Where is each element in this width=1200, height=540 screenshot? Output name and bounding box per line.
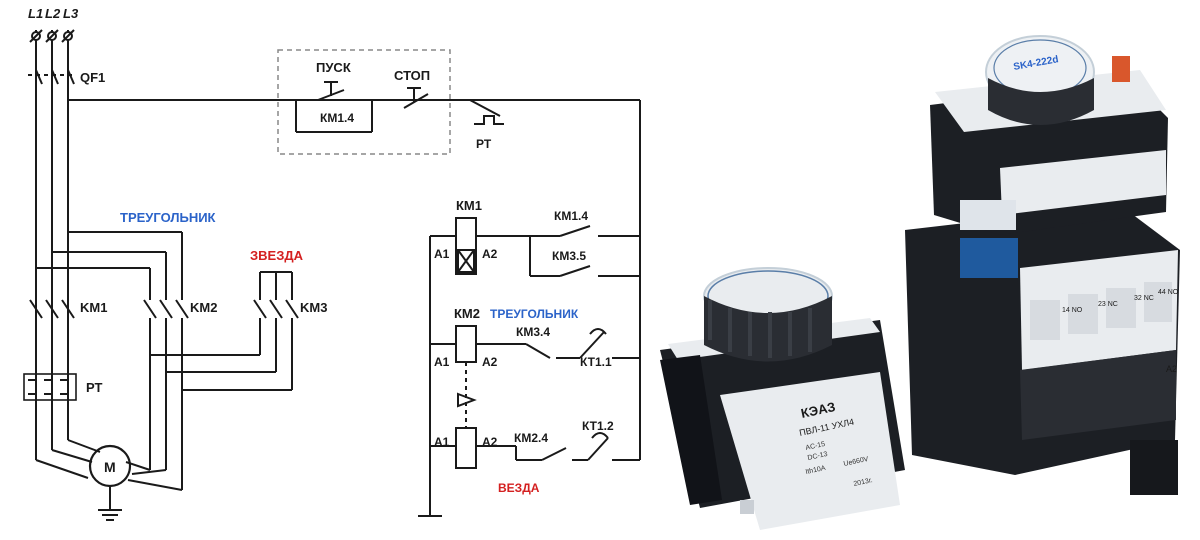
power-delta-label: ТРЕУГОЛЬНИК bbox=[120, 210, 216, 225]
phase-label-l1: L1 bbox=[28, 6, 43, 21]
control-star-label: ВЕЗДА bbox=[498, 481, 540, 495]
power-circuit bbox=[23, 29, 640, 521]
km1-terminal-a1: А1 bbox=[434, 247, 450, 261]
km2-terminal-a2: А2 bbox=[482, 355, 498, 369]
contactor-label-km2: KM2 bbox=[190, 300, 217, 315]
motor-symbol: M bbox=[104, 459, 116, 475]
thermal-relay-label: РТ bbox=[86, 380, 102, 395]
timer-rating-ith: Ith10A bbox=[805, 465, 827, 476]
terminal-label-32: 32 NC bbox=[1134, 295, 1154, 302]
relay-contact-label: РТ bbox=[476, 137, 492, 151]
contact-label-kt1-1: КТ1.1 bbox=[580, 355, 612, 369]
hold-contact-label: КМ1.4 bbox=[320, 111, 354, 125]
km1-terminal-a2: А2 bbox=[482, 247, 498, 261]
km2-terminal-a1: А1 bbox=[434, 355, 450, 369]
power-star-label: ЗВЕЗДА bbox=[250, 248, 304, 263]
timer-attachment-photo bbox=[660, 267, 905, 530]
breaker-label-qf1: QF1 bbox=[80, 70, 105, 85]
timer-rating-ac: AC-15 bbox=[805, 441, 826, 452]
control-delta-label: ТРЕУГОЛЬНИК bbox=[490, 307, 579, 321]
coil-label-km1: КМ1 bbox=[456, 198, 482, 213]
phase-label-l3: L3 bbox=[63, 6, 79, 21]
km3-terminal-a2: А2 bbox=[482, 435, 498, 449]
contact-label-km3-4: КМ3.4 bbox=[516, 325, 550, 339]
start-button-label: ПУСК bbox=[316, 60, 351, 75]
contactor-side-label: A2 bbox=[1166, 364, 1177, 374]
contact-label-km3-5: КМ3.5 bbox=[552, 249, 586, 263]
contact-label-kt1-2: КТ1.2 bbox=[582, 419, 614, 433]
phase-label-l2: L2 bbox=[45, 6, 61, 21]
terminal-label-14: 14 NO bbox=[1062, 307, 1083, 314]
contact-label-km1-4: КМ1.4 bbox=[554, 209, 588, 223]
contact-label-km2-4: КМ2.4 bbox=[514, 431, 548, 445]
contactor-label-km3: KM3 bbox=[300, 300, 327, 315]
control-circuit bbox=[277, 49, 641, 517]
contactor-label-km1: KM1 bbox=[80, 300, 107, 315]
timer-brand-label: КЭАЗ bbox=[800, 399, 837, 421]
terminal-label-23: 23 NC bbox=[1098, 301, 1118, 308]
coil-label-km2: КМ2 bbox=[454, 306, 480, 321]
timer-year-label: 2013г. bbox=[853, 477, 873, 488]
stop-button-label: СТОП bbox=[394, 68, 430, 83]
km3-terminal-a1: А1 bbox=[434, 435, 450, 449]
timer-rating-dc: DC-13 bbox=[807, 451, 828, 462]
terminal-label-44: 44 NO bbox=[1158, 289, 1179, 296]
contactor-photo bbox=[905, 35, 1180, 495]
